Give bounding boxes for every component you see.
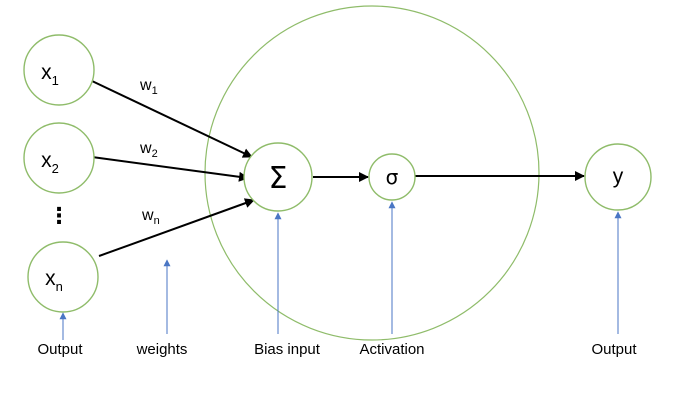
edge-x2-to-sum xyxy=(91,156,249,182)
weight-label-w1: w1 xyxy=(139,77,158,97)
caption-weights: weights xyxy=(136,341,188,358)
input-symbol: x xyxy=(41,149,52,172)
input-node-x1: x1 xyxy=(23,34,95,106)
caption-bias: Bias input xyxy=(254,341,321,358)
svg-text:x2: x2 xyxy=(41,149,59,176)
weight-symbol: w xyxy=(139,77,152,94)
caption-inputs: Output xyxy=(37,341,83,358)
weight-symbol: w xyxy=(141,207,154,224)
caption-output: Output xyxy=(591,341,637,358)
weight-label-wn: wn xyxy=(141,207,160,227)
output-symbol: y xyxy=(613,165,624,188)
input-symbol: x xyxy=(41,61,52,84)
input-subscript: 1 xyxy=(52,73,59,88)
activation-node: σ xyxy=(368,153,416,201)
input-ellipsis: ⋮ xyxy=(48,203,70,228)
weight-label-w2: w2 xyxy=(139,140,158,160)
weight-subscript: n xyxy=(154,215,160,227)
input-node-x2: x2 xyxy=(23,122,95,194)
svg-text:x1: x1 xyxy=(41,61,59,88)
caption-activation: Activation xyxy=(359,341,424,358)
input-subscript: n xyxy=(56,279,63,294)
weight-subscript: 2 xyxy=(152,148,158,160)
svg-text:xn: xn xyxy=(45,267,63,294)
input-node-xn: xn xyxy=(27,241,99,313)
input-subscript: 2 xyxy=(52,161,59,176)
edge-x1-to-sum xyxy=(91,80,253,158)
weight-subscript: 1 xyxy=(152,85,158,97)
summation-node: Σ xyxy=(243,142,313,212)
edge-xn-to-sum xyxy=(98,198,255,257)
summation-symbol: Σ xyxy=(269,161,288,196)
weight-symbol: w xyxy=(139,140,152,157)
output-node: y xyxy=(584,143,652,211)
input-symbol: x xyxy=(45,267,56,290)
activation-symbol: σ xyxy=(386,165,399,189)
